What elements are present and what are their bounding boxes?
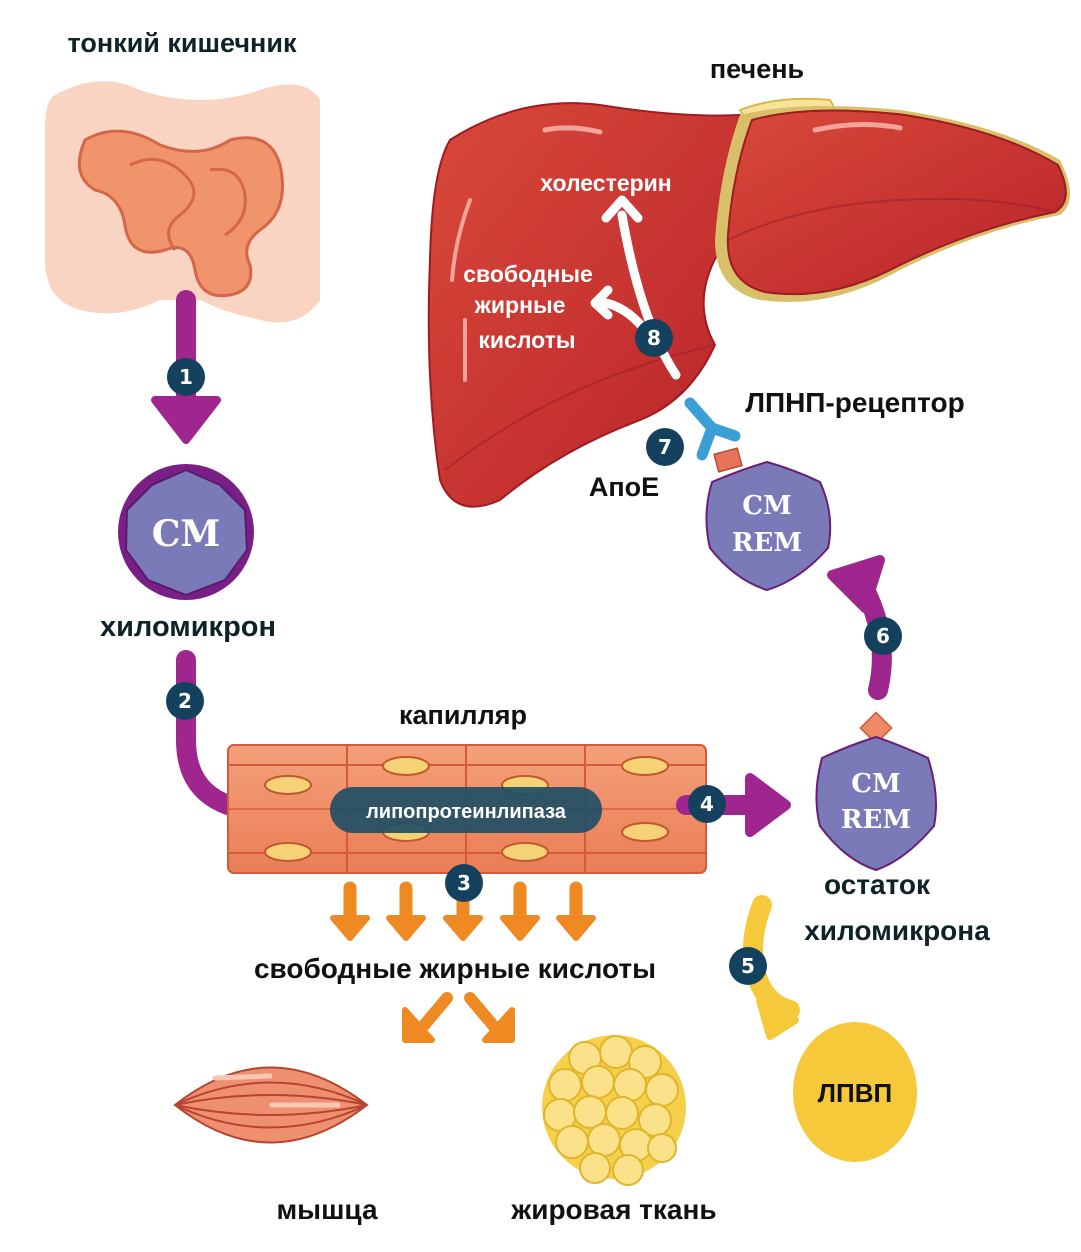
apoe-label: АпоЕ <box>589 472 659 502</box>
small-intestine-illustration <box>45 81 320 323</box>
step-badge-7: 7 <box>646 428 684 466</box>
capillary-label: капилляр <box>399 700 527 730</box>
liver-illustration <box>427 97 1070 508</box>
remnant-label-line2: хиломикрона <box>804 915 990 946</box>
remnant-label-line1: остаток <box>824 869 931 900</box>
ffa-split-arrows <box>402 992 515 1043</box>
orange-arrow <box>500 881 540 941</box>
ffa-label: свободные жирные кислоты <box>254 953 656 984</box>
svg-text:2: 2 <box>178 689 192 713</box>
ffa-release-arrows <box>330 881 596 941</box>
chylomicron-particle: CM <box>118 464 254 600</box>
muscle-illustration <box>173 1066 369 1144</box>
step-badge-3: 3 <box>445 864 483 902</box>
adipose-label: жировая ткань <box>510 1194 716 1225</box>
svg-text:6: 6 <box>876 624 890 648</box>
ldl-receptor-label: ЛПНП-рецептор <box>745 387 964 418</box>
liver-ffa-label-line1: свободные <box>463 261 593 287</box>
step-badge-2: 2 <box>166 682 204 720</box>
chylomicron-remnant-particle: CM REM <box>815 711 937 872</box>
chylomicron-label: хиломикрон <box>100 611 276 643</box>
orange-arrow <box>330 881 370 941</box>
step-badge-5: 5 <box>729 947 767 985</box>
cholesterol-label: холестерин <box>540 170 671 196</box>
small-intestine-label: тонкий кишечник <box>68 28 297 58</box>
hdl-particle: ЛПВП <box>793 1022 917 1162</box>
orange-arrow <box>464 992 515 1043</box>
orange-arrow <box>402 992 453 1043</box>
ldl-receptor-icon <box>684 397 741 461</box>
orange-arrow <box>556 881 596 941</box>
apoe-icon <box>713 447 743 473</box>
step-badge-1: 1 <box>167 358 205 396</box>
svg-text:1: 1 <box>179 365 193 389</box>
svg-text:REM: REM <box>841 805 911 835</box>
svg-text:5: 5 <box>741 954 755 978</box>
liver-ffa-label-line3: кислоты <box>478 327 575 353</box>
svg-text:8: 8 <box>647 326 661 350</box>
svg-text:REM: REM <box>732 528 802 558</box>
step-badge-4: 4 <box>688 785 726 823</box>
svg-text:7: 7 <box>658 435 672 459</box>
svg-text:3: 3 <box>457 871 471 895</box>
orange-arrow <box>386 881 426 941</box>
svg-text:CM: CM <box>851 769 900 799</box>
lipase-label: липопротеинлипаза <box>366 801 567 823</box>
arrow-step-5 <box>743 895 800 1040</box>
liver-ffa-label-line2: жирные <box>474 292 566 318</box>
step-badge-6: 6 <box>864 617 902 655</box>
svg-text:4: 4 <box>700 792 714 816</box>
muscle-label: мышца <box>276 1194 378 1225</box>
svg-text:CM: CM <box>742 491 791 521</box>
liver-label: печень <box>710 54 804 84</box>
adipose-tissue-illustration <box>542 1035 686 1186</box>
cm-label: CM <box>152 513 221 555</box>
hdl-label: ЛПВП <box>818 1078 892 1108</box>
chylomicron-remnant-bound-particle: CM REM <box>705 460 832 592</box>
lipoprotein-lipase-pill: липопротеинлипаза <box>330 787 602 833</box>
step-badge-8: 8 <box>635 319 673 357</box>
